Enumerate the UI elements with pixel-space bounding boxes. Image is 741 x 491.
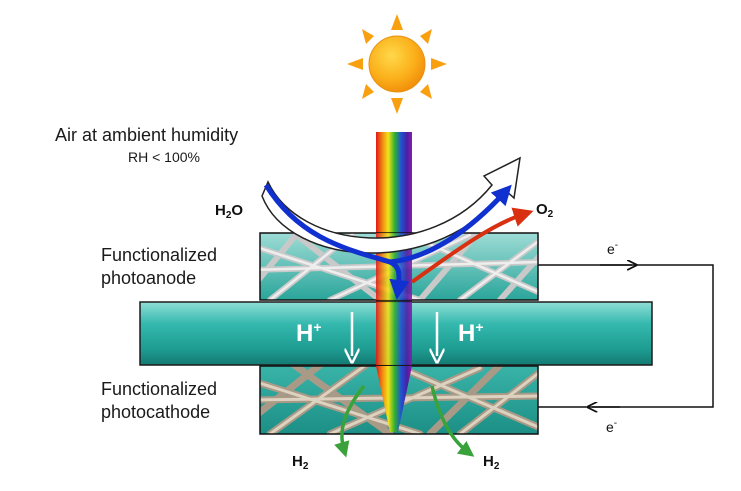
photocathode-label-line2: photocathode	[101, 402, 211, 422]
hydrogen-label-left: H2	[292, 453, 309, 472]
proton-exchange-membrane	[139, 301, 653, 366]
electron-label-bottom: e-	[606, 418, 618, 435]
external-circuit	[538, 265, 714, 407]
photoanode-label: Functionalized photoanode	[101, 244, 217, 290]
proton-label-right: H+	[458, 319, 484, 347]
air-flow-arrow-icon	[261, 156, 521, 254]
oxygen-arrow	[410, 207, 534, 284]
proton-label-left: H+	[296, 319, 322, 347]
oxygen-label: O2	[536, 201, 554, 220]
photocathode-label-line1: Functionalized	[101, 379, 218, 399]
water-arrow	[263, 183, 512, 300]
sun-icon	[347, 14, 447, 114]
air-title-label: Air at ambient humidity	[55, 125, 239, 145]
water-label: H2O	[215, 202, 244, 221]
electron-label-top: e-	[607, 240, 619, 257]
hydrogen-arrows	[334, 384, 475, 458]
relative-humidity-label: RH < 100%	[128, 149, 200, 165]
photocathode-label: Functionalized photocathode	[101, 378, 217, 424]
hydrogen-label-right: H2	[483, 453, 500, 472]
photoanode-label-line1: Functionalized	[101, 245, 218, 265]
photocathode-layer	[259, 365, 539, 435]
photoanode-label-line2: photoanode	[101, 268, 197, 288]
proton-arrows	[352, 312, 437, 356]
